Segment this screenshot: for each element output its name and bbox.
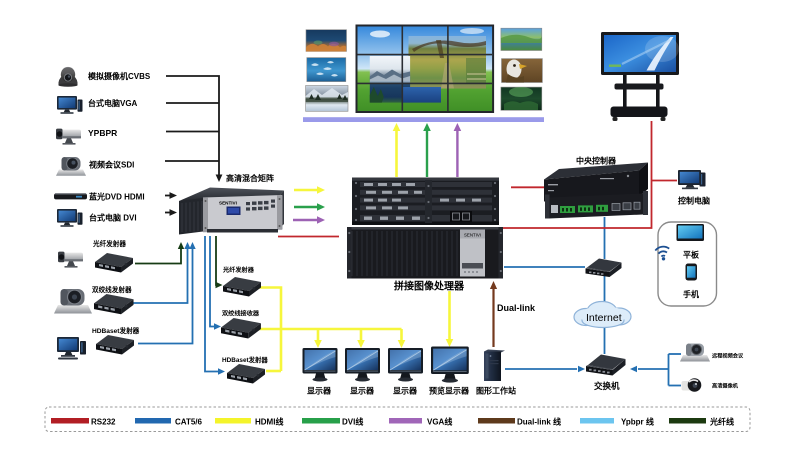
svg-text:高清摄像机: 高清摄像机 [712,382,739,390]
svg-text:HDMI线: HDMI线 [255,417,283,427]
svg-text:交换机: 交换机 [594,381,620,391]
svg-text:远程视频会议: 远程视频会议 [712,352,744,360]
svg-text:DVI线: DVI线 [342,417,363,427]
svg-text:SENTIVI: SENTIVI [219,201,237,206]
svg-text:HDBaset发射器: HDBaset发射器 [222,355,268,364]
svg-text:光纤发射器: 光纤发射器 [222,266,255,274]
svg-text:手机: 手机 [683,289,699,299]
svg-text:光纤线: 光纤线 [709,417,734,427]
svg-text:台式电脑VGA: 台式电脑VGA [88,98,138,108]
svg-text:双绞线接收器: 双绞线接收器 [221,310,260,318]
svg-text:显示器: 显示器 [350,387,375,396]
svg-text:模拟摄像机CVBS: 模拟摄像机CVBS [88,71,151,81]
svg-text:平板: 平板 [683,250,700,260]
svg-text:Ypbpr 线: Ypbpr 线 [621,417,654,427]
svg-text:台式电脑 DVI: 台式电脑 DVI [89,213,137,223]
svg-text:Dual-link: Dual-link [497,303,536,313]
svg-text:CAT5/6: CAT5/6 [175,418,203,427]
svg-text:光纤发射器: 光纤发射器 [92,239,126,248]
svg-text:Dual-link 线: Dual-link 线 [517,417,561,427]
svg-text:VGA线: VGA线 [427,417,452,427]
svg-text:拼接图像处理器: 拼接图像处理器 [394,280,465,293]
svg-text:SENTIVI: SENTIVI [464,233,481,238]
svg-text:蓝光DVD HDMI: 蓝光DVD HDMI [89,192,145,202]
svg-text:显示器: 显示器 [393,387,418,396]
svg-text:双绞线发射器: 双绞线发射器 [92,285,132,294]
svg-text:HDBaset发射器: HDBaset发射器 [92,326,140,335]
svg-text:视频会议SDI: 视频会议SDI [89,160,134,170]
svg-text:图形工作站: 图形工作站 [476,386,516,396]
svg-text:Internet: Internet [586,312,622,324]
svg-text:高清混合矩阵: 高清混合矩阵 [226,173,274,183]
svg-text:中央控制器: 中央控制器 [576,156,617,166]
svg-text:控制电脑: 控制电脑 [678,196,710,206]
svg-text:RS232: RS232 [91,418,116,427]
svg-text:YPBPR: YPBPR [88,128,117,138]
svg-text:预览显示器: 预览显示器 [429,386,470,396]
svg-text:显示器: 显示器 [307,387,332,396]
